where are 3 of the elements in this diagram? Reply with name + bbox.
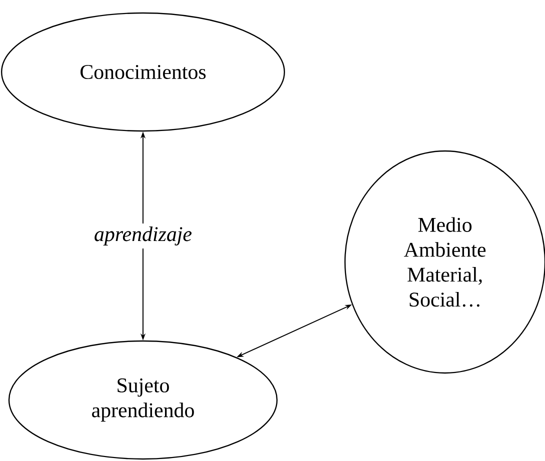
ellipse-node: Sujeto aprendiendo bbox=[8, 340, 278, 460]
ellipse-node: Conocimientos bbox=[0, 12, 286, 132]
edge-label: aprendizaje bbox=[91, 224, 195, 248]
